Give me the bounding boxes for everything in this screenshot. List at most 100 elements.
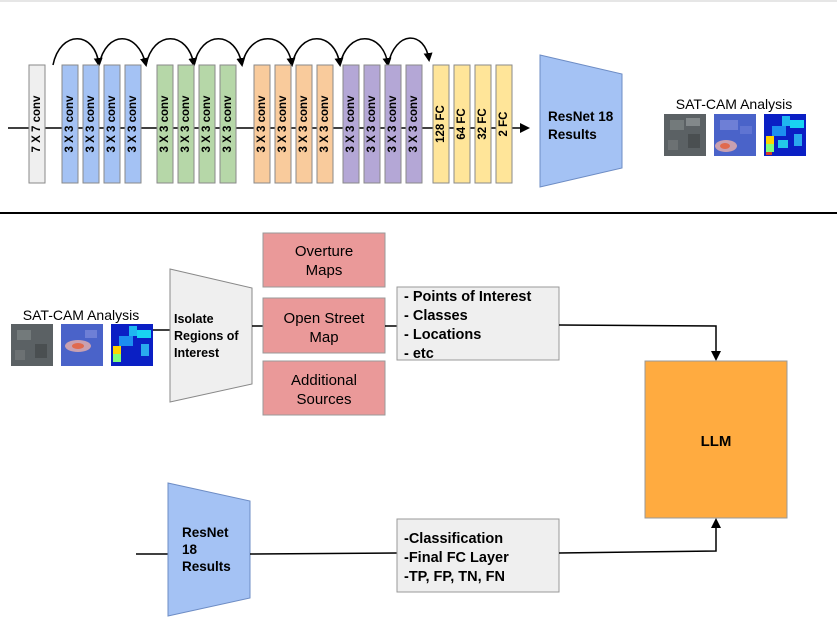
poi-to-llm-arrow: [558, 324, 721, 361]
skip-connection-arc: [339, 38, 392, 67]
poi-item: - Points of Interest: [404, 289, 531, 305]
network-layer-block: [495, 64, 513, 184]
resnet-bottom-line-1: ResNet: [182, 525, 229, 540]
poi-item: - Classes: [404, 308, 468, 324]
network-layer-block: [432, 64, 450, 184]
network-layer-label: 3 X 3 conv: [387, 95, 399, 152]
resnet-label-line-2: Results: [548, 127, 597, 142]
open-street-map-line-2: Map: [309, 329, 338, 346]
satcam-thumbnails: [664, 114, 806, 156]
open-street-map-line-1: Open Street: [284, 310, 366, 327]
resnet-bottom-line-3: Results: [182, 559, 231, 574]
network-layer-label: 2 FC: [498, 112, 510, 137]
network-layer-label: 3 X 3 conv: [222, 95, 234, 152]
resnet-results-block-bottom: [167, 482, 251, 617]
network-layer-label: 3 X 3 conv: [366, 95, 378, 152]
network-layer-block: [474, 64, 492, 184]
resnet-architecture: 7 X 7 conv 3 X 3 conv 3 X 3 conv 3 X 3 conv…: [8, 37, 806, 188]
network-layer-block: [363, 64, 381, 184]
network-layer-block: [253, 64, 271, 184]
network-layer-label: 7 X 7 conv: [31, 95, 43, 152]
satcam-title: SAT-CAM Analysis: [676, 96, 792, 112]
data-sources: Overture Maps Open Street Map Additional…: [262, 232, 386, 416]
network-layer-block: [103, 64, 121, 184]
skip-connection-arc: [52, 38, 103, 67]
network-layer-label: 3 X 3 conv: [127, 95, 139, 152]
additional-sources-line-2: Sources: [296, 391, 351, 408]
skip-connection-arc: [291, 38, 344, 67]
classification-list-box: [396, 518, 560, 593]
network-layer-label: 3 X 3 conv: [408, 95, 420, 152]
resnet-label-line-1: ResNet 18: [548, 109, 614, 124]
satellite-image-thumbnail: [11, 324, 53, 366]
isolate-label-line-3: Interest: [174, 346, 220, 360]
connector-line: [249, 552, 398, 555]
network-layer-label: 3 X 3 conv: [106, 95, 118, 152]
network-layer-block: [198, 64, 216, 184]
skip-connection-arc: [241, 38, 296, 67]
network-layer-block: [61, 64, 79, 184]
network-layer-label: 3 X 3 conv: [319, 95, 331, 152]
satellite-image-thumbnail: [664, 114, 706, 156]
classification-item: -Classification: [404, 531, 503, 547]
network-layer-block: [177, 64, 195, 184]
network-layer-label: 3 X 3 conv: [201, 95, 213, 152]
network-layer-block: [28, 64, 46, 184]
poi-list-box: [396, 286, 560, 361]
network-layer-label: 64 FC: [456, 108, 468, 139]
network-layer-block: [384, 64, 402, 184]
network-layer-label: 3 X 3 conv: [64, 95, 76, 152]
network-layer-label: 3 X 3 conv: [298, 95, 310, 152]
skip-connection-arc: [193, 38, 246, 67]
poi-item: - Locations: [404, 327, 481, 343]
network-layer-block: [156, 64, 174, 184]
network-layers: 7 X 7 conv 3 X 3 conv 3 X 3 conv 3 X 3 conv…: [28, 64, 513, 184]
isolate-label-line-2: Regions of: [174, 329, 239, 343]
network-layer-label: 3 X 3 conv: [159, 95, 171, 152]
llm-label: LLM: [701, 433, 732, 450]
network-layer-block: [295, 64, 313, 184]
network-layer-label: 3 X 3 conv: [85, 95, 97, 152]
satcam-title-bottom: SAT-CAM Analysis: [23, 307, 139, 323]
network-layer-block: [405, 64, 423, 184]
network-layer-label: 32 FC: [477, 108, 489, 139]
network-layer-label: 3 X 3 conv: [256, 95, 268, 152]
skip-connection-arc: [98, 38, 149, 67]
skip-connection-arc: [387, 37, 433, 66]
network-layer-block: [82, 64, 100, 184]
additional-sources-box: [262, 360, 386, 416]
overture-maps-line-1: Overture: [295, 243, 353, 260]
overture-maps-line-2: Maps: [306, 262, 343, 279]
llm-pipeline: SAT-CAM Analysis: [11, 232, 788, 617]
activation-map-thumbnail: [764, 114, 806, 156]
network-layer-label: 3 X 3 conv: [277, 95, 289, 152]
llm-box: [644, 360, 788, 519]
overlay-heatmap-thumbnail: [61, 324, 103, 366]
network-layer-block: [453, 64, 471, 184]
network-layer-block: [316, 64, 334, 184]
resnet-bottom-line-2: 18: [182, 542, 198, 557]
poi-item: - etc: [404, 346, 434, 362]
isolate-regions-block: [169, 268, 253, 403]
skip-connections: [52, 37, 433, 67]
network-layer-block: [124, 64, 142, 184]
overture-maps-box: [262, 232, 386, 288]
satcam-thumbnails-bottom: [11, 324, 153, 366]
open-street-map-box: [262, 297, 386, 354]
network-layer-label: 3 X 3 conv: [180, 95, 192, 152]
skip-connection-arc: [145, 38, 198, 67]
classification-to-llm-arrow: [558, 518, 721, 554]
network-layer-block: [274, 64, 292, 184]
network-layer-block: [342, 64, 360, 184]
network-layer-label: 3 X 3 conv: [345, 95, 357, 152]
additional-sources-line-1: Additional: [291, 372, 357, 389]
network-layer-block: [219, 64, 237, 184]
overlay-heatmap-thumbnail: [714, 114, 756, 156]
resnet-results-block: [539, 54, 623, 188]
activation-map-thumbnail: [111, 324, 153, 366]
classification-item: -Final FC Layer: [404, 550, 509, 566]
network-layer-label: 128 FC: [435, 105, 447, 143]
isolate-label-line-1: Isolate: [174, 312, 214, 326]
classification-item: -TP, FP, TN, FN: [404, 569, 505, 585]
